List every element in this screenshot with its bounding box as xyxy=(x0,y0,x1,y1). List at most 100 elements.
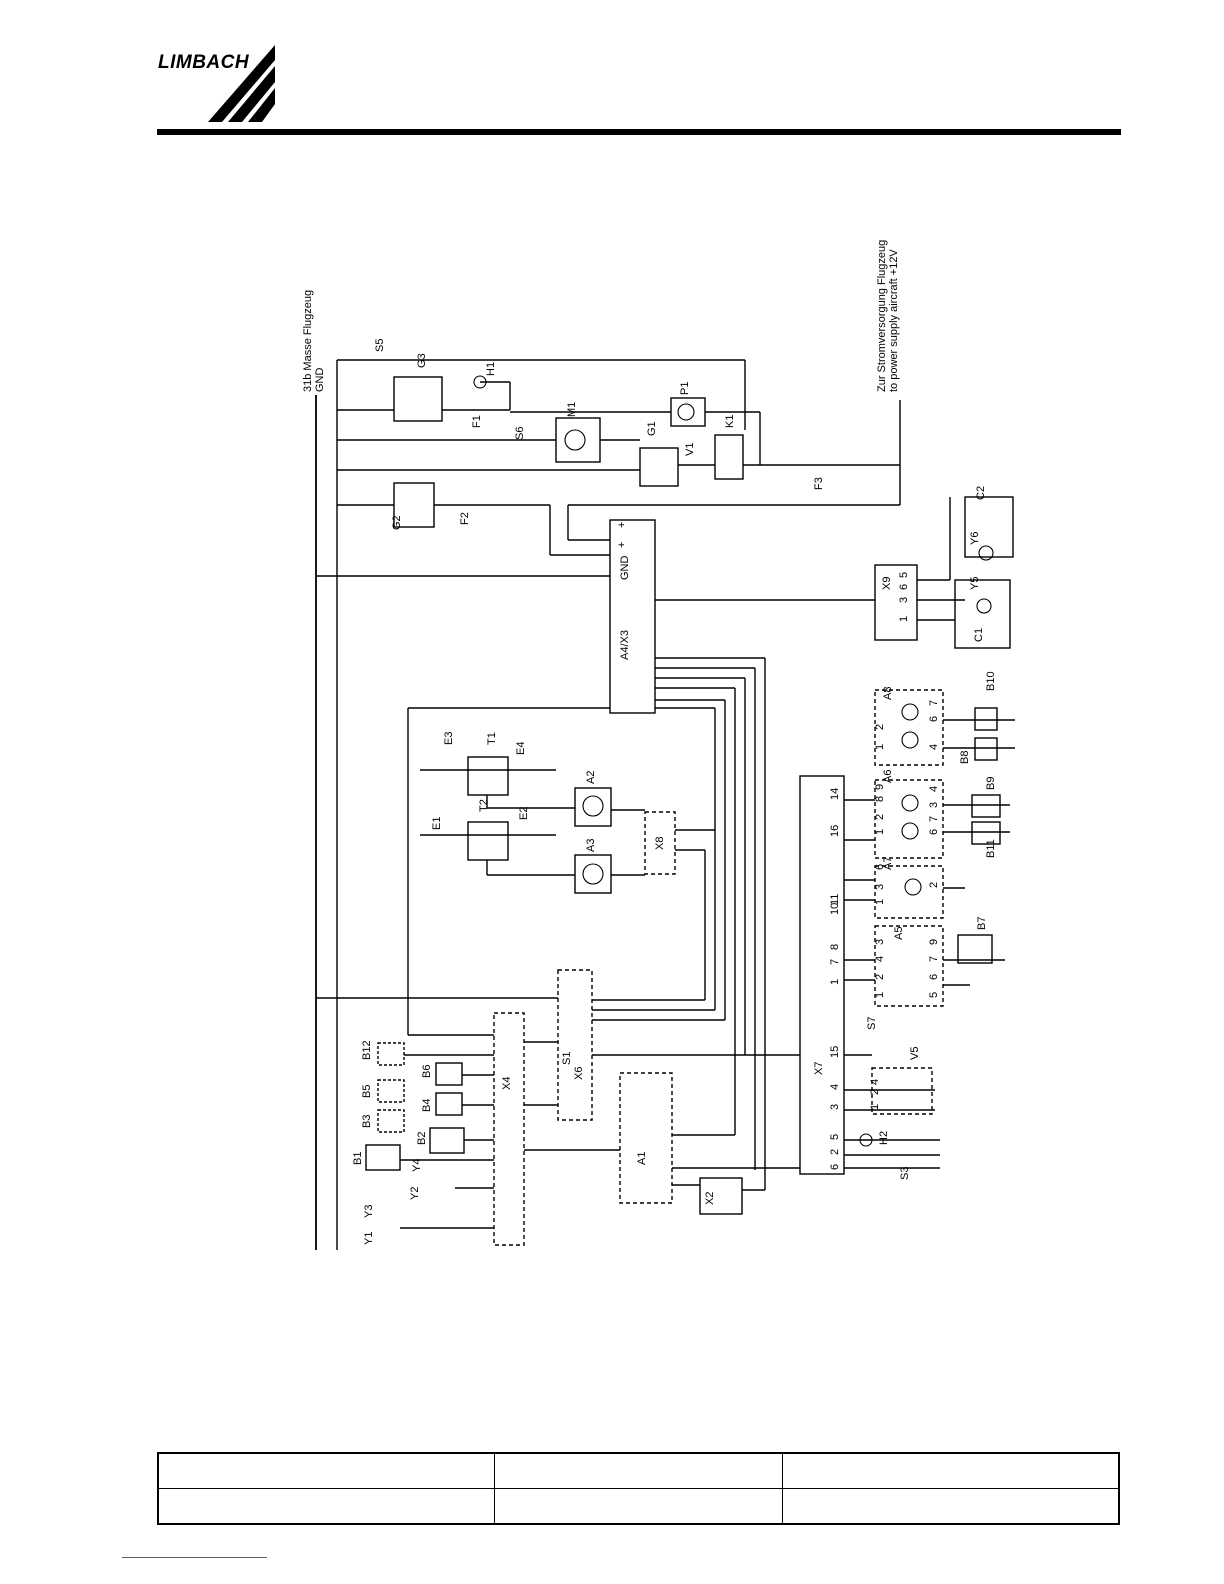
component-label: T1 xyxy=(486,732,498,745)
component-label: P1 xyxy=(679,382,691,395)
footer-table xyxy=(157,1452,1120,1525)
component-label: + xyxy=(616,522,628,528)
limbach-logo: LIMBACH xyxy=(150,40,290,125)
component-label: S5 xyxy=(374,339,386,352)
pin-label: 4 xyxy=(928,744,940,750)
component-label: X7 xyxy=(813,1062,825,1075)
component-label: B7 xyxy=(976,917,988,930)
pin-label: 7 xyxy=(829,959,841,965)
component-label: GND xyxy=(619,556,631,581)
component-label: Y4 xyxy=(411,1159,423,1172)
footer-row xyxy=(157,1488,1120,1525)
pin-label: 6 xyxy=(928,829,940,835)
component-label: Y6 xyxy=(969,532,981,545)
component-label: Y3 xyxy=(363,1205,375,1218)
component-label: V1 xyxy=(684,443,696,456)
component-label: Y5 xyxy=(969,577,981,590)
component-label: K1 xyxy=(724,415,736,428)
pin-label: 7 xyxy=(928,700,940,706)
pin-label: 8 xyxy=(874,796,886,802)
component-label: M1 xyxy=(566,402,578,417)
component-label: H2 xyxy=(878,1131,890,1145)
power-label-line2: to power supply aircraft +12V xyxy=(888,249,900,392)
logo-text: LIMBACH xyxy=(158,52,250,73)
power-label-line1: Zur Stromversorgung Flugzeug xyxy=(876,240,888,392)
footer-cell xyxy=(157,1452,495,1489)
component-label: E3 xyxy=(443,732,455,745)
component-label: X2 xyxy=(704,1192,716,1205)
component-label: S6 xyxy=(514,427,526,440)
pin-label: 5 xyxy=(928,992,940,998)
component-label: B6 xyxy=(421,1065,433,1078)
pin-label: 3 xyxy=(829,1104,841,1110)
pin-label: 6 xyxy=(898,584,910,590)
component-label: C2 xyxy=(975,486,987,500)
footer-cell xyxy=(493,1452,784,1489)
component-label: Y1 xyxy=(363,1232,375,1245)
component-label: F2 xyxy=(459,512,471,525)
pin-label: 1 xyxy=(874,992,886,998)
pin-label: 4 xyxy=(928,786,940,792)
component-label: H1 xyxy=(485,362,497,376)
pin-label: 10 xyxy=(829,903,841,915)
component-label: Y2 xyxy=(409,1187,421,1200)
component-label: G1 xyxy=(646,421,658,436)
pin-label: 14 xyxy=(829,788,841,800)
component-label: T2 xyxy=(478,799,490,812)
component-label: S7 xyxy=(866,1017,878,1030)
component-label: F1 xyxy=(471,415,483,428)
pin-label: 2 xyxy=(874,814,886,820)
component-label: B11 xyxy=(985,839,997,858)
pin-label: 1 xyxy=(874,899,886,905)
footer-row xyxy=(157,1452,1120,1489)
pin-label: 3 xyxy=(874,884,886,890)
footer-cell xyxy=(782,1452,1120,1489)
pin-label: 2 xyxy=(869,1089,881,1095)
component-label: B3 xyxy=(361,1115,373,1128)
footer-cell xyxy=(493,1488,784,1525)
component-label: E2 xyxy=(518,807,530,820)
pin-label: 15 xyxy=(829,1046,841,1058)
pin-label: 4 xyxy=(874,956,886,962)
component-label: B2 xyxy=(416,1132,428,1145)
component-label: F3 xyxy=(813,477,825,490)
pin-label: 2 xyxy=(874,724,886,730)
component-label: A1 xyxy=(636,1152,648,1165)
component-label: X4 xyxy=(501,1077,513,1090)
component-label: G3 xyxy=(416,353,428,368)
pin-label: 3 xyxy=(928,802,940,808)
component-label: B9 xyxy=(985,777,997,790)
pin-label: 6 xyxy=(829,1164,841,1170)
gnd-label-line1: 31b Masse Flugzeug xyxy=(302,290,314,392)
pin-label: 3 xyxy=(874,939,886,945)
component-label: A5 xyxy=(893,927,905,940)
pin-label: 9 xyxy=(874,784,886,790)
header-rule xyxy=(157,129,1121,135)
pin-label: 1 xyxy=(829,979,841,985)
component-label: B12 xyxy=(361,1040,373,1060)
component-label: B8 xyxy=(959,751,971,764)
component-label: G2 xyxy=(391,515,403,530)
component-label: A6 xyxy=(882,770,894,783)
gnd-label-line2: GND xyxy=(314,368,326,393)
pin-label: 5 xyxy=(898,572,910,578)
pin-label: 6 xyxy=(928,716,940,722)
pin-label: 7 xyxy=(928,956,940,962)
pin-label: 1 xyxy=(869,1104,881,1110)
component-label: C1 xyxy=(973,628,985,642)
footer-cell xyxy=(782,1488,1120,1525)
pin-label: 11 xyxy=(829,894,841,905)
pin-label: 8 xyxy=(829,944,841,950)
pin-label: 1 xyxy=(898,616,910,622)
pin-label: 5 xyxy=(829,1134,841,1140)
pin-label: 7 xyxy=(928,816,940,822)
component-label: A8 xyxy=(882,687,894,700)
component-label: V5 xyxy=(909,1047,921,1060)
component-label: S3 xyxy=(899,1167,911,1180)
component-label: A4/X3 xyxy=(619,630,631,660)
link-underline xyxy=(122,1557,267,1558)
component-label: B4 xyxy=(421,1099,433,1112)
pin-label: 4 xyxy=(829,1084,841,1090)
component-label: B1 xyxy=(352,1152,364,1165)
